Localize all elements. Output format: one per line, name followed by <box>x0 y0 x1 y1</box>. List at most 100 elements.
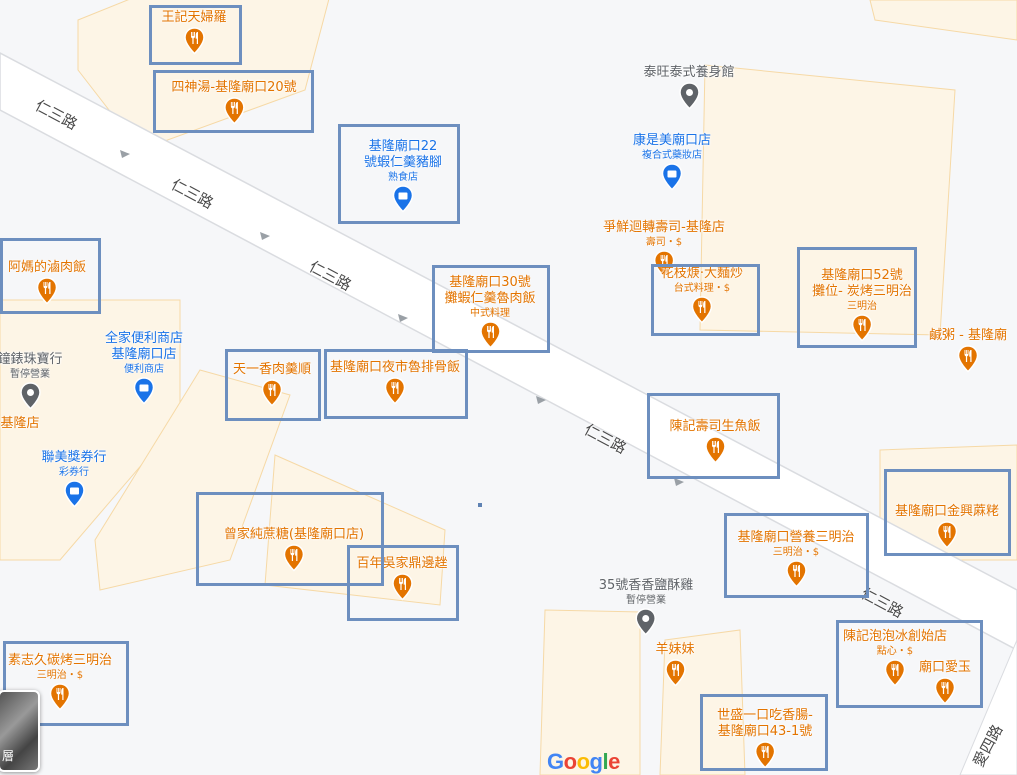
place-category: 便利商店 <box>123 364 164 375</box>
place-name: 陳記泡泡冰創始店 <box>842 629 948 644</box>
layer-toggle-label: 層 <box>2 749 15 763</box>
place-marker[interactable]: 35號香香鹽酥雞暫停營業 <box>598 578 694 636</box>
place-name: 基隆廟口22 號蝦仁羹豬腳 <box>363 139 443 170</box>
place-name: 鹹粥 - 基隆廟 <box>929 328 1007 343</box>
place-name: 花枝焿·大麵炒 <box>660 266 744 281</box>
place-marker[interactable]: 基隆廟口30號 攤蝦仁羹魯肉飯中式料理 <box>444 275 536 349</box>
place-name: 基隆廟口52號 攤位- 炭烤三明治 <box>812 268 912 299</box>
place-name: 基隆店 <box>0 416 40 431</box>
place-marker[interactable]: 羊妹妹 <box>655 642 695 687</box>
place-marker[interactable]: 天一香肉羹順 <box>233 362 311 407</box>
place-marker[interactable]: 基隆廟口夜市魯排骨飯 <box>330 360 460 405</box>
place-name: 羊妹妹 <box>655 642 695 657</box>
place-marker[interactable]: 聯美獎券行彩券行 <box>41 450 107 508</box>
shop-pin-icon[interactable] <box>105 377 183 405</box>
place-marker[interactable]: 鐘錶珠寶行暫停營業 <box>0 352 63 410</box>
place-name: 35號香香鹽酥雞 <box>598 578 694 593</box>
place-marker[interactable]: 康是美廟口店複合式藥妝店 <box>633 133 711 191</box>
place-marker[interactable]: 鹹粥 - 基隆廟 <box>929 328 1007 373</box>
place-category: 熟食店 <box>387 172 418 183</box>
place-marker[interactable]: 泰旺泰式養身館 <box>643 65 735 110</box>
place-name: 四神湯-基隆廟口20號 <box>171 80 297 95</box>
place-name: 聯美獎券行 <box>41 450 107 465</box>
shop-pin-icon[interactable] <box>364 185 442 213</box>
restaurant-pin-icon[interactable] <box>171 97 296 125</box>
place-marker[interactable]: 基隆廟口52號 攤位- 炭烤三明治三明治 <box>812 268 912 342</box>
shop-pin-icon[interactable] <box>633 163 711 191</box>
restaurant-pin-icon[interactable] <box>843 659 947 687</box>
google-logo-letter: e <box>608 749 620 774</box>
place-marker[interactable]: 四神湯-基隆廟口20號 <box>171 80 297 125</box>
google-logo-letter: l <box>602 749 609 774</box>
location-pin-icon[interactable] <box>0 382 63 410</box>
shop-pin-icon[interactable] <box>41 480 106 508</box>
restaurant-pin-icon[interactable] <box>717 741 813 769</box>
place-name: 天一香肉羹順 <box>232 362 312 377</box>
place-marker[interactable]: 基隆廟口22 號蝦仁羹豬腳熟食店 <box>364 139 442 213</box>
restaurant-pin-icon[interactable] <box>8 683 112 711</box>
restaurant-pin-icon[interactable] <box>356 573 447 601</box>
place-marker[interactable]: 陳記壽司生魚飯 <box>669 419 761 464</box>
place-category: 中式料理 <box>469 308 510 319</box>
place-marker[interactable]: 基隆廟口金興蔴粩 <box>895 504 999 549</box>
restaurant-pin-icon[interactable] <box>224 544 364 572</box>
place-name: 阿媽的滷肉飯 <box>7 260 87 275</box>
place-marker[interactable]: 全家便利商店 基隆廟口店便利商店 <box>105 331 183 405</box>
place-name: 世盛一口吃香腸- 基隆廟口43-1號 <box>717 708 813 739</box>
place-name: 基隆廟口營養三明治 <box>737 530 855 545</box>
layer-toggle-button[interactable]: 層 <box>0 690 40 772</box>
place-marker[interactable]: 廟口愛玉 <box>919 660 971 705</box>
restaurant-pin-icon[interactable] <box>737 560 854 588</box>
place-marker[interactable]: 曾家純蔗糖(基隆廟口店) <box>224 527 364 572</box>
restaurant-pin-icon[interactable] <box>661 296 743 324</box>
place-name: 百年吳家鼎邊趖 <box>356 556 448 571</box>
place-name: 廟口愛玉 <box>918 660 972 675</box>
place-marker[interactable]: 陳記泡泡冰創始店點心・$ <box>843 629 947 687</box>
restaurant-pin-icon[interactable] <box>895 521 999 549</box>
place-category: 壽司・$ <box>645 237 683 248</box>
google-logo-letter: G <box>547 749 564 774</box>
location-pin-icon[interactable] <box>599 608 694 636</box>
place-name: 爭鮮迴轉壽司-基隆店 <box>603 220 725 235</box>
restaurant-pin-icon[interactable] <box>444 321 535 349</box>
restaurant-pin-icon[interactable] <box>919 677 971 705</box>
place-marker[interactable]: 爭鮮迴轉壽司-基隆店壽司・$ <box>603 220 725 278</box>
google-logo: Google <box>547 749 620 775</box>
place-marker[interactable]: 王記天婦羅 <box>161 10 227 55</box>
place-marker[interactable]: 花枝焿·大麵炒台式料理・$ <box>661 266 743 324</box>
place-name: 全家便利商店 基隆廟口店 <box>104 331 184 362</box>
place-marker[interactable]: 素志久碳烤三明治三明治・$ <box>8 653 112 711</box>
restaurant-pin-icon[interactable] <box>330 377 460 405</box>
place-category: 複合式藥妝店 <box>641 150 702 161</box>
place-category: 彩券行 <box>58 467 89 478</box>
restaurant-pin-icon[interactable] <box>929 345 1007 373</box>
location-pin-icon[interactable] <box>643 82 734 110</box>
place-marker[interactable]: 百年吳家鼎邊趖 <box>356 556 448 601</box>
one-way-arrows <box>120 150 684 486</box>
place-name: 王記天婦羅 <box>161 10 227 25</box>
restaurant-pin-icon[interactable] <box>8 277 86 305</box>
place-marker[interactable]: 基隆店 <box>0 416 39 432</box>
place-name: 基隆廟口30號 攤蝦仁羹魯肉飯 <box>444 275 536 306</box>
restaurant-pin-icon[interactable] <box>161 27 226 55</box>
place-category: 暫停營業 <box>625 595 666 606</box>
place-marker[interactable]: 阿媽的滷肉飯 <box>8 260 86 305</box>
restaurant-pin-icon[interactable] <box>655 659 694 687</box>
place-name: 基隆廟口夜市魯排骨飯 <box>329 360 461 375</box>
place-category: 三明治・$ <box>772 547 820 558</box>
place-marker[interactable]: 基隆廟口營養三明治三明治・$ <box>737 530 855 588</box>
google-logo-letter: o <box>576 749 590 774</box>
place-category: 三明治 <box>846 301 877 312</box>
restaurant-pin-icon[interactable] <box>233 379 311 407</box>
google-logo-letter: o <box>563 749 577 774</box>
restaurant-pin-icon[interactable] <box>812 314 912 342</box>
restaurant-pin-icon[interactable] <box>669 436 760 464</box>
place-category: 暫停營業 <box>9 369 50 380</box>
place-name: 陳記壽司生魚飯 <box>669 419 761 434</box>
place-marker[interactable]: 世盛一口吃香腸- 基隆廟口43-1號 <box>717 708 813 769</box>
google-logo-letter: g <box>589 749 603 774</box>
place-name: 基隆廟口金興蔴粩 <box>894 504 1000 519</box>
place-name: 鐘錶珠寶行 <box>0 352 63 367</box>
place-category: 三明治・$ <box>36 670 84 681</box>
